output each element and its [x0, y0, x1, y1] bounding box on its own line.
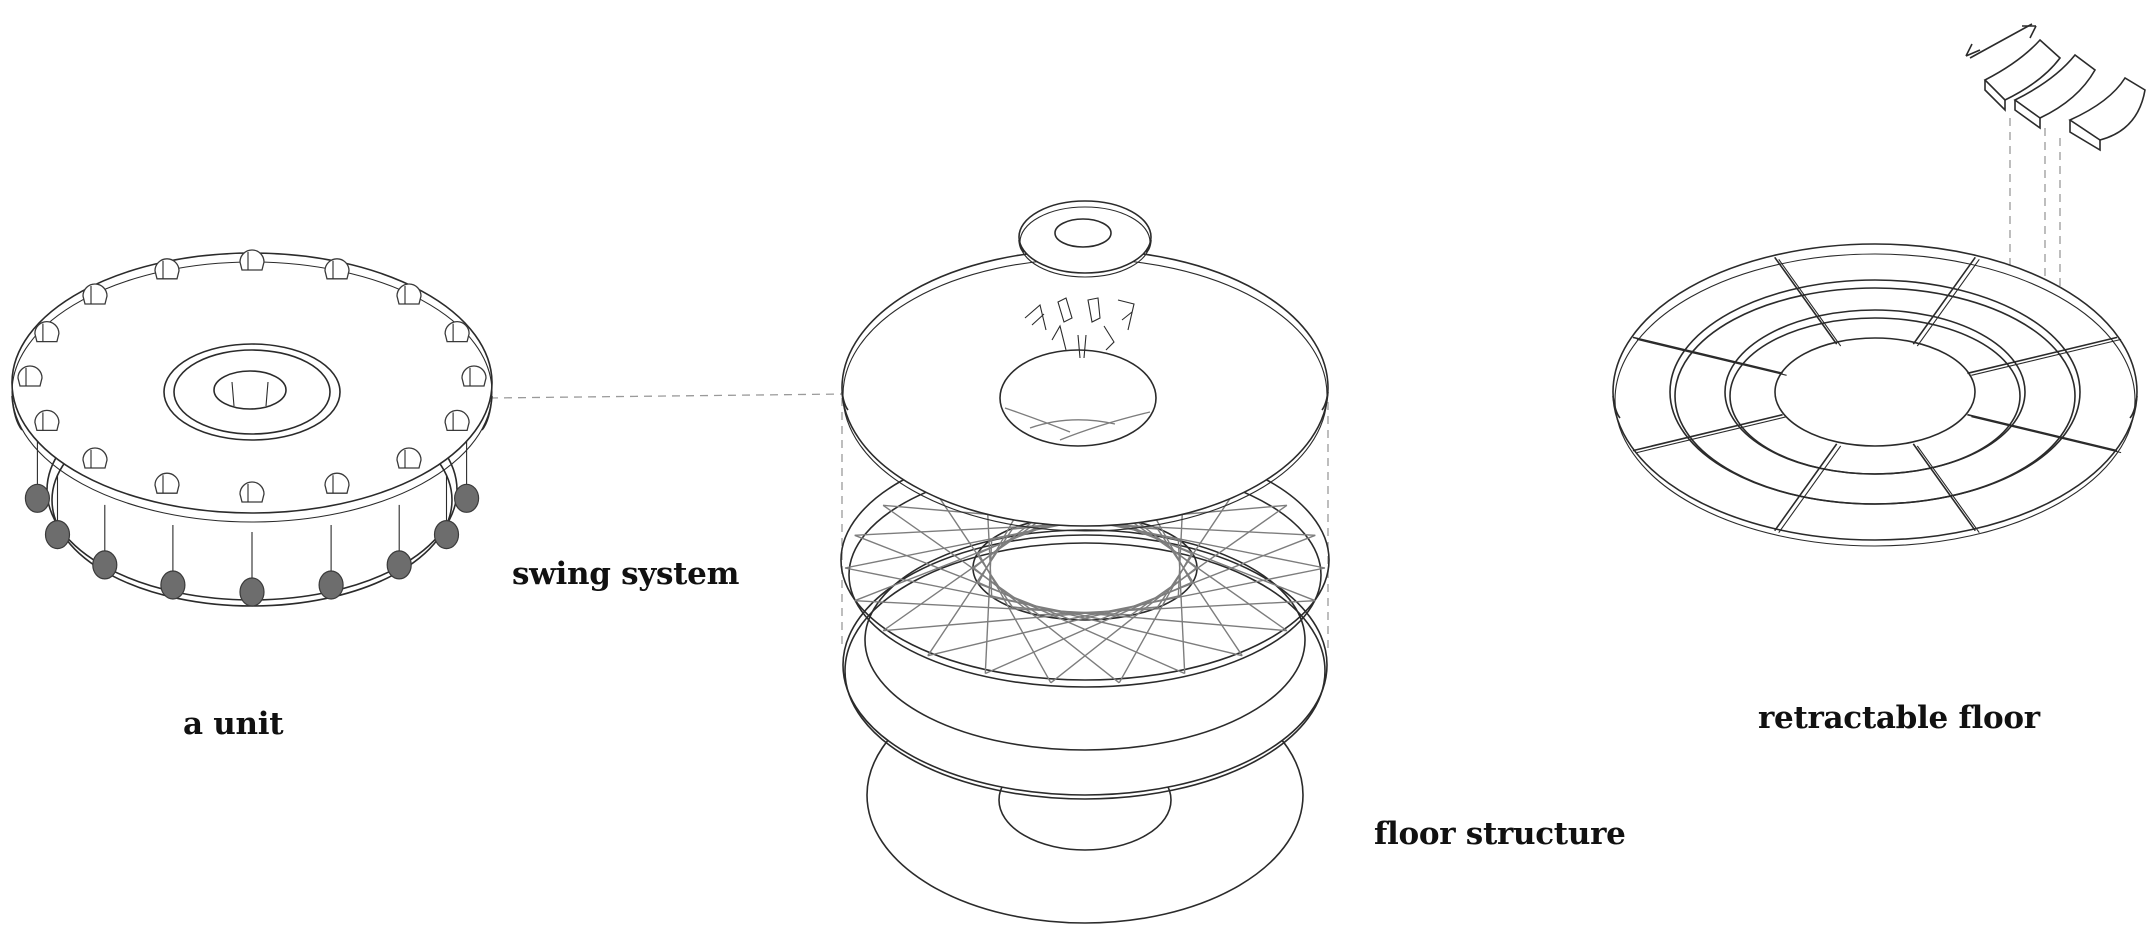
unit-posts	[36, 438, 468, 582]
hanging-ball	[24, 483, 51, 513]
swing-seat	[444, 409, 470, 432]
hanging-ball	[318, 570, 344, 600]
label-a-unit: a unit	[183, 706, 284, 742]
segment-joint-edge	[1971, 338, 2122, 376]
segment-joint-edge	[1916, 258, 1980, 347]
lattice-strut	[854, 600, 1134, 616]
retractable-floor-drawing	[1612, 23, 2146, 547]
swing-seat	[324, 472, 350, 494]
swing-seat	[461, 365, 487, 387]
swing-seat	[396, 447, 422, 469]
swing-seat	[154, 258, 180, 280]
lattice-strut	[854, 534, 1071, 621]
segment-joint	[1912, 256, 1976, 345]
lattice-strut	[844, 567, 1103, 621]
segment-joint	[1967, 336, 2118, 375]
segment-joint	[1774, 256, 1838, 345]
segment-joint-edge	[1636, 338, 1787, 376]
hanging-ball	[44, 519, 71, 550]
connector-brackets	[1024, 297, 1135, 359]
segment-joint-edge	[1778, 258, 1842, 347]
segment-joint-edge	[1778, 445, 1842, 534]
segment-joint	[1774, 443, 1838, 532]
lattice-strut	[1156, 527, 1243, 657]
hanging-ball	[454, 483, 480, 513]
lattice-strut	[1129, 519, 1288, 632]
hanging-ball	[160, 570, 186, 600]
lattice-strut	[882, 504, 1041, 617]
hanging-ball	[433, 519, 460, 550]
lattice-strut	[1099, 534, 1316, 621]
swing-seat	[239, 249, 265, 271]
swing-seat	[17, 365, 43, 387]
swing-seat	[444, 320, 470, 343]
swing-seat	[396, 283, 422, 305]
floor-segment-joints	[1632, 256, 2122, 534]
hanging-ball	[386, 550, 412, 580]
segment-joint	[1967, 413, 2118, 452]
swing-seat	[239, 481, 265, 503]
segment-joint	[1912, 443, 1976, 532]
swing-seat	[82, 447, 108, 469]
floor-structure-drawing	[840, 200, 1330, 924]
swing-seat	[82, 283, 108, 305]
unit-seats	[17, 249, 487, 503]
swing-seat	[34, 409, 60, 432]
swing-seat	[324, 258, 350, 280]
segment-joint-edge	[1916, 445, 1980, 534]
lattice-strut	[927, 479, 1014, 609]
swing-seat	[154, 472, 180, 494]
label-swing-system: swing system	[512, 556, 740, 592]
segment-joint	[1632, 336, 1783, 375]
label-retractable-floor: retractable floor	[1758, 700, 2040, 736]
lattice-strut	[927, 594, 1181, 657]
segment-joint-edge	[1636, 416, 1787, 454]
lattice-strut	[883, 606, 1160, 632]
lattice-strut	[1050, 566, 1198, 684]
hanging-ball	[239, 577, 265, 607]
hanging-ball	[92, 550, 118, 580]
swing-seat	[34, 320, 60, 343]
detached-floor-segment	[1965, 23, 2146, 152]
label-floor-structure: floor structure	[1374, 816, 1626, 852]
unit-balls	[24, 483, 480, 607]
segment-joint	[1632, 413, 1783, 452]
segment-joint-edge	[1971, 416, 2122, 454]
unit-drawing	[11, 249, 493, 607]
